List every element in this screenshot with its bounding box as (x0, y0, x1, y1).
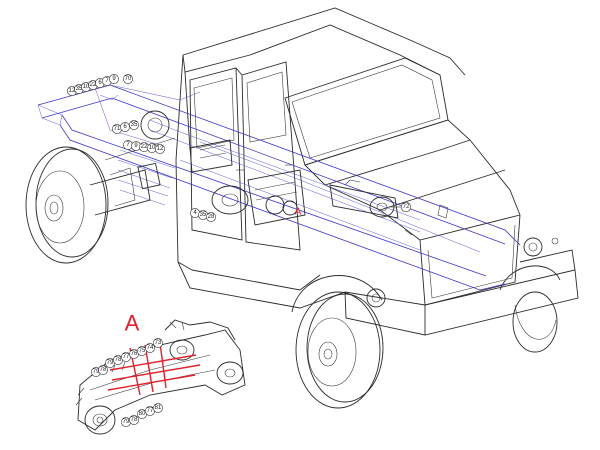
callout-label: 10 (83, 84, 90, 90)
callout-label: 80 (139, 411, 146, 417)
detail-callouts-side: 79 78 (91, 365, 108, 377)
callout-label: 7 (126, 142, 130, 148)
callout-label: 9 (112, 76, 116, 82)
callout-label: 77 (123, 354, 130, 360)
callout-label: 70 (125, 76, 132, 82)
callout-label: 73 (155, 340, 162, 346)
callout-label: 81 (155, 405, 162, 411)
callout-label: 35 (76, 86, 83, 92)
front-wheel (295, 291, 558, 409)
callout-label: 79 (93, 369, 100, 375)
callout-label: 7 (105, 78, 109, 84)
detail-view-title: A (125, 311, 140, 336)
callout-label: 77 (147, 408, 154, 414)
callout-label: 22 (141, 144, 148, 150)
callout-label: 12 (69, 88, 76, 94)
callout-label: 79 (123, 419, 130, 425)
callout-label: 35 (200, 212, 207, 218)
callout-label: 75 (139, 348, 146, 354)
detail-highlight-shafts (107, 342, 201, 396)
callout-label: 72 (403, 204, 410, 210)
callout-label: 78 (115, 357, 122, 363)
callout-label: 78 (100, 367, 107, 373)
callout-right: 72 (390, 201, 412, 213)
callout-label: 10 (149, 145, 156, 151)
rear-axle (89, 110, 176, 216)
callout-label: 9 (134, 143, 138, 149)
callout-label: 74 (147, 345, 154, 351)
detail-view-assembly (75, 319, 246, 435)
callouts-mid-left: 71 6 35 (112, 120, 139, 134)
chassis-frame (37, 84, 521, 291)
callouts-mid-lower: 7 9 22 10 12 (123, 140, 165, 154)
callout-label: 28 (208, 214, 215, 220)
callouts-upper-row: 12 35 10 22 6 7 9 70 (67, 74, 133, 101)
transmission-components (189, 139, 449, 236)
rear-wheel (25, 146, 109, 264)
callout-label: 79 (107, 360, 114, 366)
callout-label: 76 (131, 351, 138, 357)
detail-callouts-bottom: 79 78 80 77 81 (121, 403, 163, 427)
callout-label: 22 (90, 82, 97, 88)
detail-location-marker: A (295, 207, 302, 218)
callout-label: 6 (123, 124, 127, 130)
callout-label: 4 (193, 210, 197, 216)
detail-callouts-top: 79 78 77 76 75 74 73 (105, 338, 163, 368)
cab-outline (175, 7, 579, 336)
callout-label: 12 (157, 146, 164, 152)
callout-label: 6 (98, 80, 102, 86)
callout-label: 78 (131, 417, 138, 423)
callouts-front-left: 4 35 28 (190, 208, 216, 222)
callout-label: 35 (131, 122, 138, 128)
callout-label: 71 (114, 126, 121, 132)
